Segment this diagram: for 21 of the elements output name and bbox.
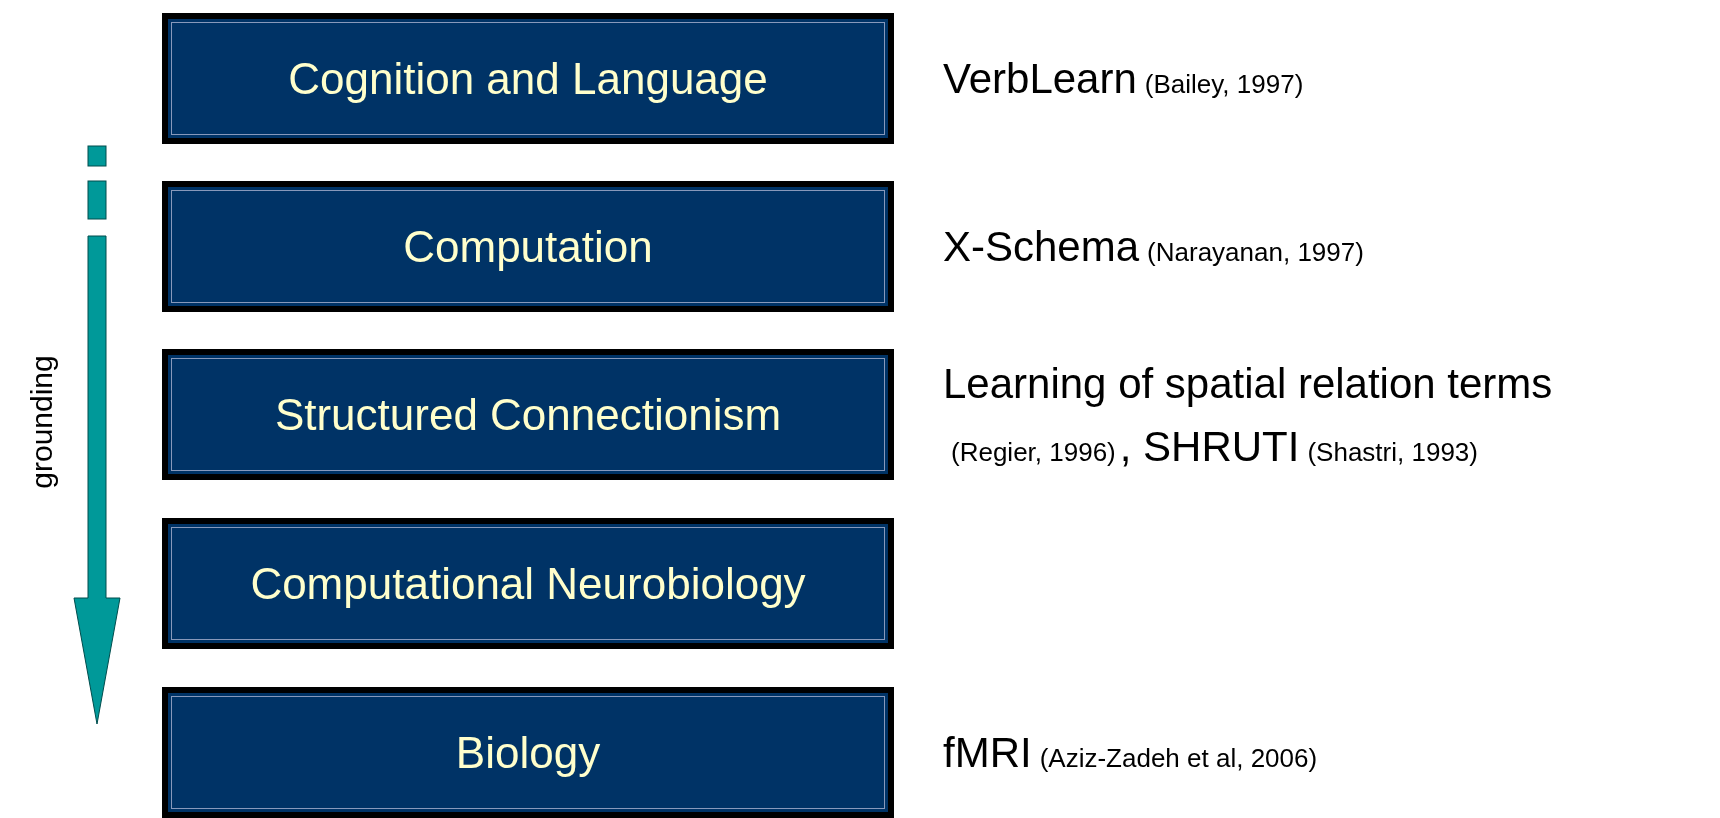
- layer-title: Structured Connectionism: [274, 388, 782, 441]
- model-name: VerbLearn: [943, 54, 1137, 104]
- layer-box: [162, 349, 894, 480]
- model-name: fMRI: [943, 728, 1032, 778]
- citation: (Shastri, 1993): [1307, 435, 1478, 469]
- layer-title: Computational Neurobiology: [250, 557, 806, 610]
- model-name: , SHRUTI: [1119, 421, 1300, 472]
- citation: (Aziz-Zadeh et al, 2006): [1039, 742, 1318, 775]
- citation: (Regier, 1996): [951, 435, 1116, 469]
- citation: (Bailey, 1997): [1144, 68, 1304, 101]
- layer-box: [162, 518, 894, 649]
- model-name: X-Schema: [943, 222, 1140, 272]
- layer-box: [162, 13, 894, 144]
- layer-title: Biology: [455, 726, 601, 779]
- layer-title: Computation: [403, 220, 653, 273]
- axis-label: grounding: [27, 355, 57, 489]
- layer-box: [162, 181, 894, 312]
- model-name: Learning of spatial relation terms: [943, 358, 1553, 409]
- citation: (Narayanan, 1997): [1147, 236, 1364, 269]
- layer-box: [162, 687, 894, 818]
- layer-title: Cognition and Language: [288, 52, 768, 105]
